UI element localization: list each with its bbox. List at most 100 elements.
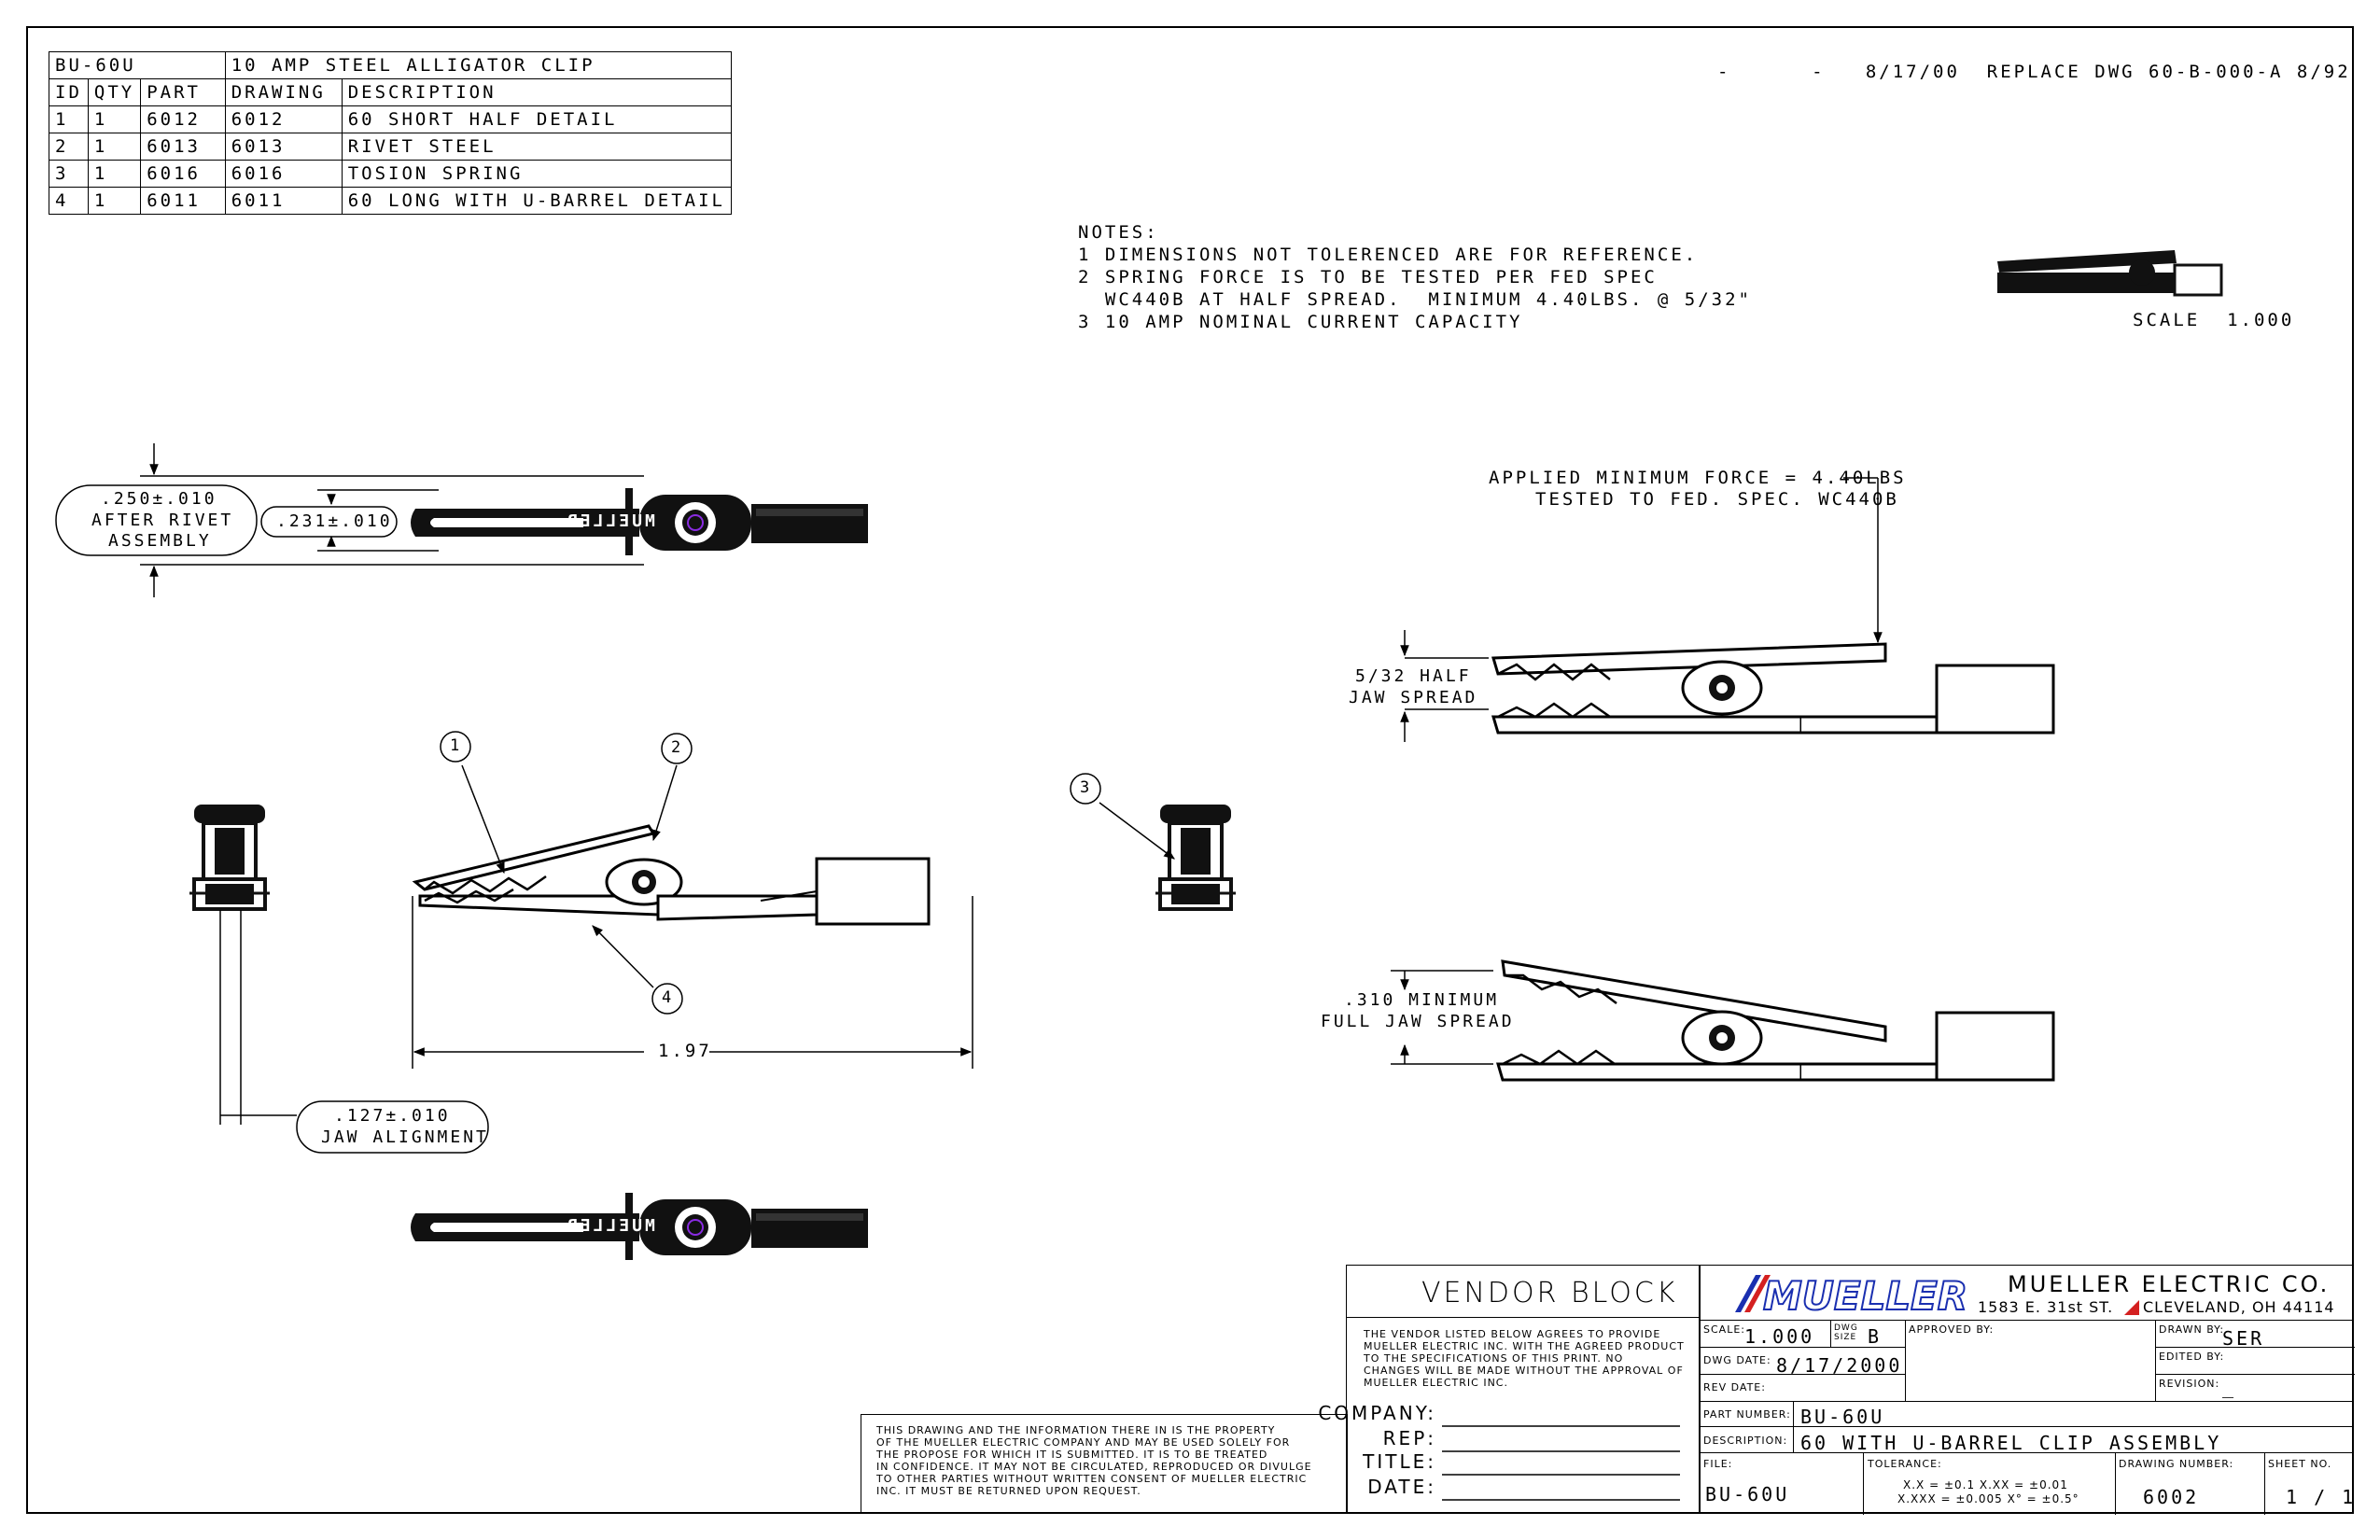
dwg-date-value: 8/17/2000 <box>1776 1354 1903 1377</box>
clip-half-spread-view <box>1491 642 2055 735</box>
vendor-text-line: THE VENDOR LISTED BELOW AGREES TO PROVID… <box>1364 1328 1661 1340</box>
cell: 1 <box>87 133 142 161</box>
balloon-label: 4 <box>662 988 672 1007</box>
dim-applied-force: TESTED TO FED. SPEC. WC440B <box>1535 489 1899 510</box>
cell: 60 SHORT HALF DETAIL <box>341 105 733 133</box>
rev-date-label: REV DATE: <box>1703 1381 1766 1393</box>
tolerance-line: X.X = ±0.1 X.XX = ±0.01 <box>1903 1478 2068 1491</box>
cell: 6011 <box>140 187 226 215</box>
flag-icon <box>2124 1300 2139 1315</box>
dim-length: 1.97 <box>658 1041 712 1061</box>
revision-value: _ <box>2222 1376 2237 1398</box>
dim-jaw-alignment: .127±.010 <box>334 1106 451 1126</box>
confidentiality-line: IN CONFIDENCE. IT MAY NOT BE CIRCULATED,… <box>876 1461 1312 1473</box>
clip-imprint: MUELLER <box>565 511 655 531</box>
cell: 6016 <box>224 160 343 188</box>
divider <box>1700 1320 2353 1321</box>
note-line: 1 DIMENSIONS NOT TOLERENCED ARE FOR REFE… <box>1078 245 1699 265</box>
divider <box>1700 1374 1905 1375</box>
dwg-size-label: DWG SIZE <box>1834 1323 1858 1342</box>
balloon-4 <box>651 983 683 1015</box>
cell: RIVET STEEL <box>341 133 733 161</box>
part-number-label: PART NUMBER: <box>1703 1408 1791 1421</box>
confidentiality-line: THIS DRAWING AND THE INFORMATION THERE I… <box>876 1424 1276 1436</box>
dimension-length <box>412 896 973 1069</box>
parts-list-table: BU-60U 10 AMP STEEL ALLIGATOR CLIP ID QT… <box>49 51 733 215</box>
revision-label: REVISION: <box>2159 1378 2220 1390</box>
dimension-231 <box>260 489 439 552</box>
dim-full-spread: .310 MINIMUM <box>1344 990 1500 1010</box>
cell: 4 <box>49 187 89 215</box>
balloon-2 <box>661 733 693 764</box>
dwg-size-value: B <box>1868 1325 1883 1348</box>
divider <box>1700 1452 2353 1453</box>
dim-jaw-alignment: JAW ALIGNMENT <box>321 1127 489 1147</box>
drawn-by-label: DRAWN BY: <box>2159 1323 2225 1336</box>
clip-imprint: MUELLER <box>565 1216 655 1236</box>
description-value: 60 WITH U-BARREL CLIP ASSEMBLY <box>1800 1432 2222 1454</box>
cell: 6013 <box>140 133 226 161</box>
clip-side-view <box>413 824 931 926</box>
divider <box>1793 1401 1794 1452</box>
drawn-by-value: SER <box>2222 1327 2265 1350</box>
edited-by-label: EDITED BY: <box>2159 1351 2225 1363</box>
notes: NOTES: 1 DIMENSIONS NOT TOLERENCED ARE F… <box>1078 224 1752 331</box>
vendor-company-label: COMPANY: <box>1318 1402 1436 1424</box>
cell: 1 <box>87 160 142 188</box>
confidentiality-line: TO OTHER PARTIES WITHOUT WRITTEN CONSENT… <box>876 1473 1308 1485</box>
balloon-leaders <box>440 731 1175 1015</box>
dim-half-spread: JAW SPREAD <box>1349 688 1478 707</box>
cell: 1 <box>87 105 142 133</box>
vendor-date-label: DATE: <box>1367 1476 1436 1498</box>
cell: 6013 <box>224 133 343 161</box>
dim-after-rivet: AFTER RIVET <box>91 511 234 530</box>
cell: 1 <box>49 105 89 133</box>
clip-end-view-right <box>1154 803 1238 911</box>
dim-231: .231±.010 <box>276 511 393 531</box>
notes-heading: NOTES: <box>1078 222 1159 243</box>
tolerance-line: X.XXX = ±0.005 X° = ±0.5° <box>1897 1492 2079 1505</box>
dimension-half-spread <box>1400 630 1489 742</box>
column-header: DESCRIPTION <box>341 78 733 106</box>
parts-list-header-row: BU-60U 10 AMP STEEL ALLIGATOR CLIP <box>49 51 733 79</box>
note-line: 3 10 AMP NOMINAL CURRENT CAPACITY <box>1078 312 1523 332</box>
description-label: DESCRIPTION: <box>1703 1435 1788 1447</box>
vendor-text-line: CHANGES WILL BE MADE WITHOUT THE APPROVA… <box>1364 1365 1684 1377</box>
sheet-label: SHEET NO. <box>2268 1458 2332 1470</box>
part-number-value: BU-60U <box>1800 1406 1885 1428</box>
divider <box>2155 1374 2355 1375</box>
vendor-text-line: MUELLER ELECTRIC INC. <box>1364 1377 1508 1389</box>
vendor-block-text: THE VENDOR LISTED BELOW AGREES TO PROVID… <box>1364 1328 1685 1389</box>
divider <box>1700 1426 2353 1427</box>
company-address-city: CLEVELAND, OH 44114 <box>2143 1298 2335 1316</box>
balloon-label: 3 <box>1080 778 1090 797</box>
balloon-label: 1 <box>450 736 460 755</box>
confidentiality-line: THE PROPOSE FOR WHICH IT IS SUBMITTED. I… <box>876 1449 1268 1461</box>
confidentiality-line: OF THE MUELLER ELECTRIC COMPANY AND MAY … <box>876 1436 1291 1449</box>
table-row: 1 1 6012 6012 60 SHORT HALF DETAIL <box>49 105 733 133</box>
balloon-1 <box>440 731 471 763</box>
cell: 6011 <box>224 187 343 215</box>
column-header: DRAWING <box>224 78 343 106</box>
cell: 1 <box>87 187 142 215</box>
table-row: 3 1 6016 6016 TOSION SPRING <box>49 160 733 188</box>
drawing-number-label: DRAWING NUMBER: <box>2119 1458 2234 1470</box>
confidentiality-text: THIS DRAWING AND THE INFORMATION THERE I… <box>876 1424 1312 1497</box>
vendor-field-lines <box>1442 1425 1680 1501</box>
logo-text: MUELLER <box>1762 1272 1968 1320</box>
divider <box>2155 1347 2355 1348</box>
note-line: 2 SPRING FORCE IS TO BE TESTED PER FED S… <box>1078 267 1658 287</box>
revision-note: - - 8/17/00 REPLACE DWG 60-B-000-A 8/92 <box>1717 62 2351 82</box>
dim-full-spread: FULL JAW SPREAD <box>1321 1012 1515 1031</box>
divider <box>2264 1452 2265 1515</box>
divider <box>1700 1401 2353 1402</box>
title-block: MUELLER MUELLER ELECTRIC CO. 1583 E. 31s… <box>1699 1265 2355 1515</box>
file-label: FILE: <box>1703 1458 1733 1470</box>
parts-list-columns: ID QTY PART DRAWING DESCRIPTION <box>49 78 733 106</box>
vendor-block: VENDOR BLOCK THE VENDOR LISTED BELOW AGR… <box>1318 1265 1701 1514</box>
dim-after-rivet: .250±.010 <box>101 489 217 509</box>
confidentiality-block: THIS DRAWING AND THE INFORMATION THERE I… <box>861 1414 1348 1514</box>
vendor-text-line: TO THE SPECIFICATIONS OF THIS PRINT. NO <box>1364 1352 1624 1365</box>
balloon-label: 2 <box>671 738 681 757</box>
dim-applied-force: APPLIED MINIMUM FORCE = 4.40LBS <box>1489 468 1907 488</box>
